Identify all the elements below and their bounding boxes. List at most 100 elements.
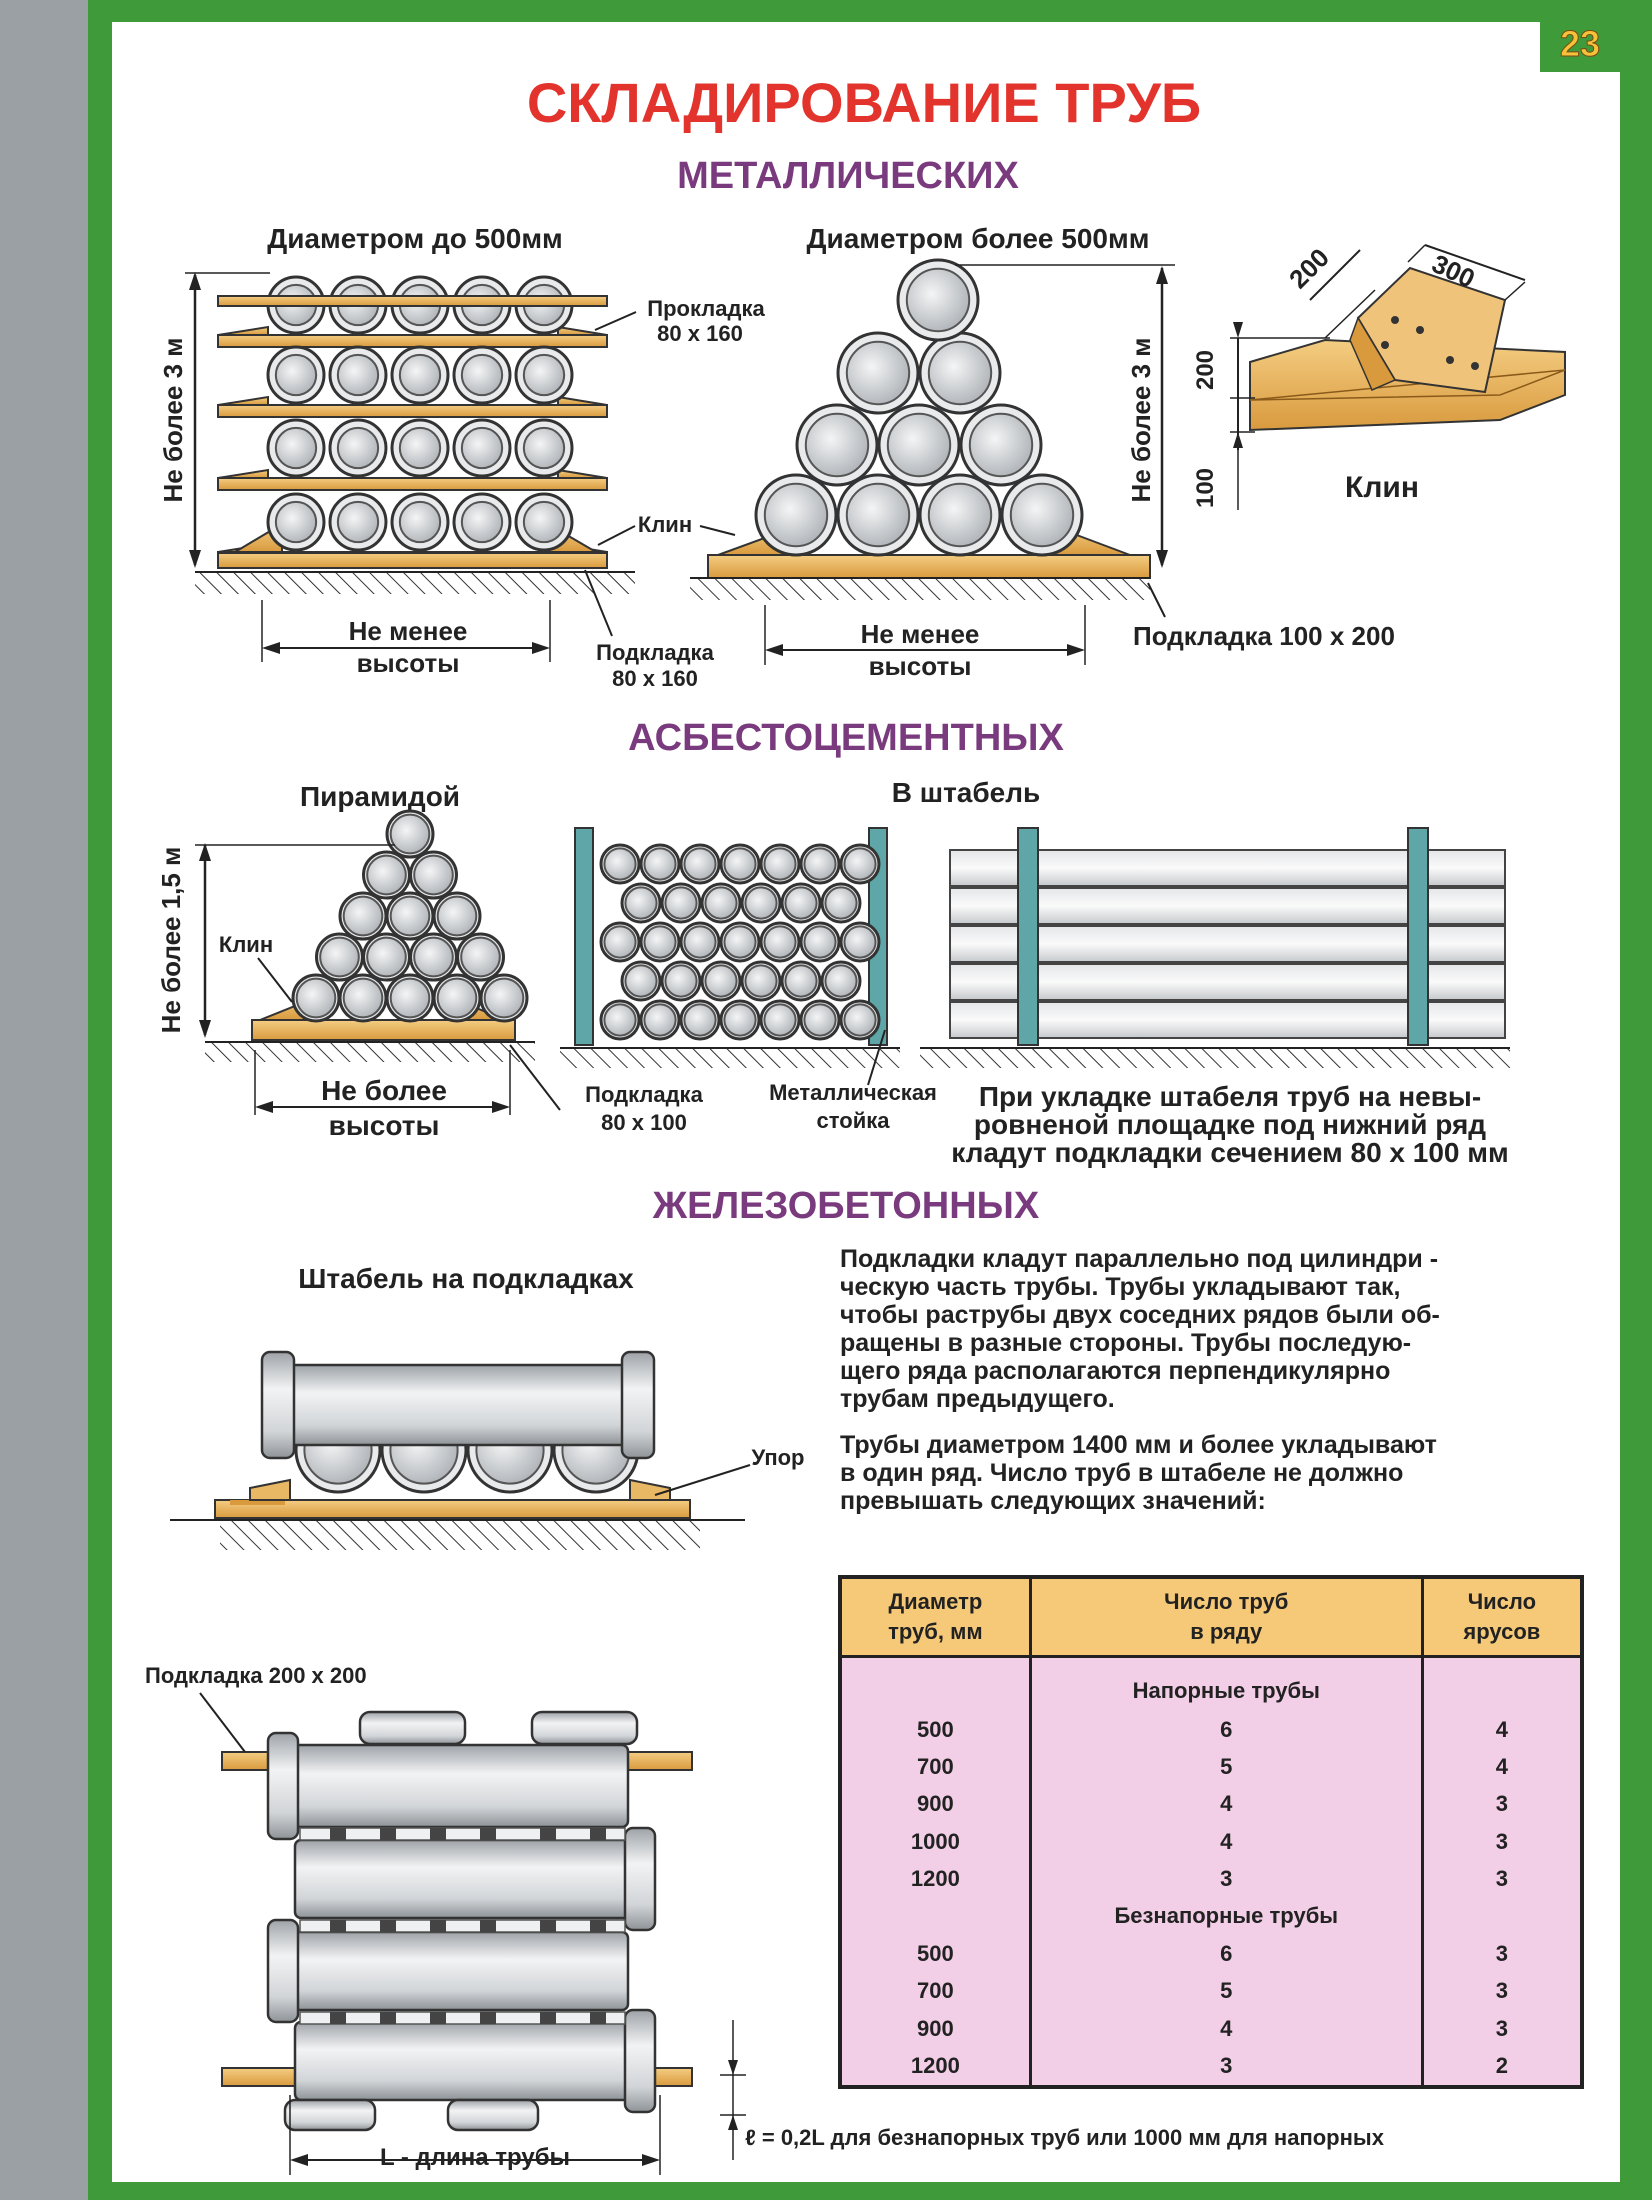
asbestos-pad-1: Подкладка (585, 1082, 703, 1107)
table-group-title: Напорные трубы (1028, 1656, 1424, 1711)
asbestos-stack-front (574, 827, 888, 1046)
para1-line: чтобы раструбы двух соседних рядов были … (840, 1301, 1440, 1329)
cell-tiers: 4 (1420, 1748, 1584, 1786)
table-group-title: Безнапорные трубы (1028, 1897, 1424, 1936)
post-label-2: стойка (817, 1108, 891, 1133)
metal-min-height-b2: высоты (869, 651, 972, 681)
cell-pipes-per-row: 5 (1028, 1748, 1424, 1786)
table-cell (1420, 1656, 1584, 1711)
spacer-label-1: Прокладка (647, 296, 765, 321)
cell-diameter: 500 (838, 1935, 1032, 1973)
para1-line: Подкладки кладут параллельно под цилиндр… (840, 1245, 1439, 1273)
metal-wedge-label: Клин (638, 512, 692, 537)
wood-spacer (557, 395, 608, 406)
wood-spacer (707, 554, 1151, 579)
bottom-pad-label-2: 80 x 160 (612, 666, 698, 691)
wood-spacer (217, 468, 269, 479)
concrete-pipe (293, 1838, 637, 1920)
concrete-description: Подкладки кладут параллельно под цилиндр… (840, 1245, 1560, 1533)
cell-pipes-per-row: 6 (1028, 1710, 1424, 1749)
cell-diameter: 700 (838, 1972, 1032, 2010)
metal-post (574, 827, 594, 1046)
concrete-pipe (286, 1930, 630, 2012)
cell-diameter: 900 (838, 1785, 1032, 1824)
wedge-detail-title: Клин (1345, 471, 1419, 504)
wood-spacer (217, 404, 608, 418)
metal-post (1017, 827, 1039, 1046)
footnote: ℓ = 0,2L для безнапорных труб или 1000 м… (745, 2125, 1384, 2150)
para1-line: ращены в разные стороны. Трубы последую- (840, 1329, 1412, 1357)
page-number: 23 (1560, 23, 1600, 64)
table-cell (1420, 1897, 1584, 1936)
concrete-crossed-stack (221, 1710, 693, 2132)
cell-pipes-per-row: 4 (1028, 2009, 1424, 2048)
para1-line: трубам предыдущего. (840, 1385, 1115, 1413)
cell-diameter: 500 (838, 1710, 1032, 1749)
para2-line: в один ряд. Число труб в штабеле не долж… (840, 1459, 1404, 1487)
bottom-pad-label-1: Подкладка (596, 640, 714, 665)
para2-line: Трубы диаметром 1400 мм и более укладыва… (840, 1431, 1437, 1459)
stop-label: Упор (751, 1445, 804, 1470)
metal-height-label-2: Не более 3 м (1126, 338, 1156, 503)
cell-tiers: 3 (1420, 1972, 1584, 2010)
cell-tiers: 3 (1420, 1935, 1584, 1973)
cell-diameter: 900 (838, 2009, 1032, 2048)
cell-pipes-per-row: 5 (1028, 1972, 1424, 2010)
wood-spacer (251, 1019, 516, 1041)
metal-right-caption: Диаметром более 500мм (807, 223, 1150, 254)
cell-tiers: 3 (1420, 1860, 1584, 1898)
metal-post (1407, 827, 1429, 1046)
cell-pipes-per-row: 6 (1028, 1935, 1424, 1973)
cell-diameter: 1200 (838, 1860, 1032, 1898)
wood-spacer (217, 295, 608, 307)
stack-caption: В штабель (892, 777, 1041, 808)
cell-diameter: 1000 (838, 1823, 1032, 1861)
pyramid-caption: Пирамидой (300, 781, 460, 812)
wood-spacer (217, 395, 269, 406)
cell-tiers: 3 (1420, 1823, 1584, 1861)
concrete-pipe (293, 2020, 637, 2102)
pad-large-label: Подкладка 100 x 200 (1133, 621, 1395, 651)
metal-min-height-b1: Не менее (861, 619, 980, 649)
concrete-stack-caption: Штабель на подкладках (298, 1263, 634, 1294)
wedge-dim-100: 100 (1192, 468, 1219, 508)
wood-spacer (217, 334, 608, 348)
spacer-label-2: 80 x 160 (657, 321, 743, 346)
page-title: СКЛАДИРОВАНИЕ ТРУБ (527, 71, 1201, 134)
asbestos-note-2: ровненой площадке под нижний ряд (974, 1109, 1486, 1140)
cell-diameter: 1200 (838, 2047, 1032, 2087)
asbestos-height-label: Не более 1,5 м (156, 847, 186, 1034)
asbestos-note-3: кладут подкладки сечением 80 x 100 мм (951, 1137, 1508, 1168)
wood-spacer (217, 552, 608, 569)
concrete-pad-stack: Упор (170, 1350, 805, 1550)
cell-diameter: 700 (838, 1748, 1032, 1786)
wood-spacer (557, 325, 608, 336)
metal-small-pipes-stack (217, 275, 608, 569)
cell-tiers: 3 (1420, 2009, 1584, 2048)
table-group-row: Напорные трубы (838, 1656, 1584, 1711)
para2-line: превышать следующих значений: (840, 1487, 1266, 1515)
cell-tiers: 4 (1420, 1710, 1584, 1749)
metal-large-pipes-pyramid (707, 258, 1151, 579)
asbestos-wedge-label: Клин (219, 932, 273, 957)
pipe-length-label: L - длина трубы (380, 2144, 570, 2171)
concrete-pipe (286, 1743, 630, 1829)
asbestos-pad-2: 80 x 100 (601, 1110, 687, 1135)
para1-line: ческую часть трубы. Трубы укладывают так… (840, 1273, 1401, 1301)
wood-spacer (557, 468, 608, 479)
